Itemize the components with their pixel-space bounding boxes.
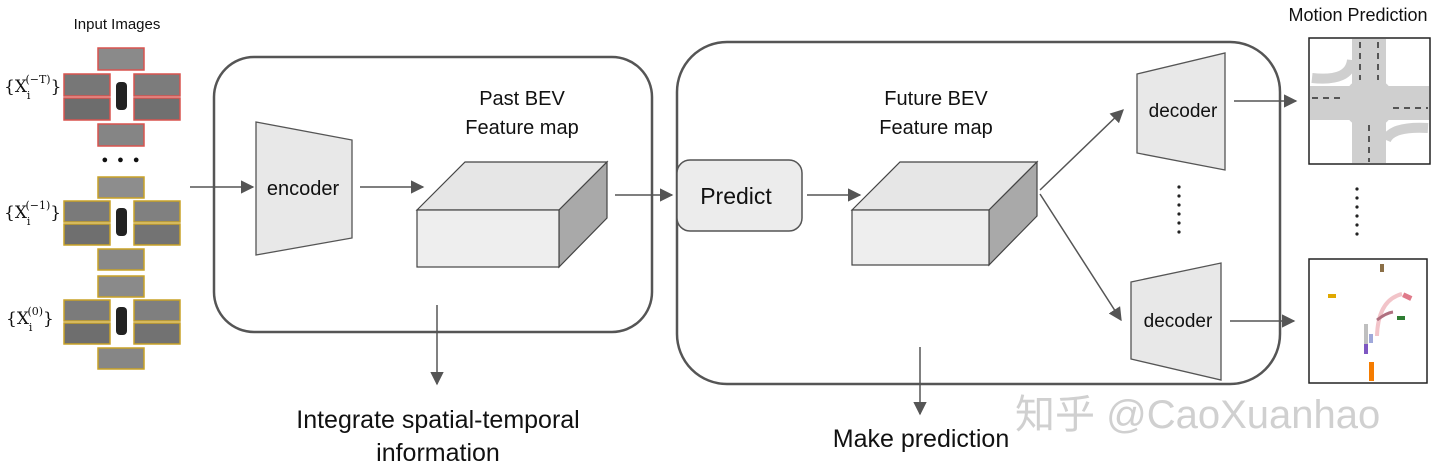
frame-label-0: {Xi(0)} (6, 305, 54, 334)
watermark-text: 知乎 @CaoXuanhao (1015, 393, 1380, 437)
frame-label-minus-T: {Xi(−T)} (4, 73, 61, 102)
decoder-top-trapezoid (1136, 52, 1226, 171)
ego-car-icon (116, 208, 127, 236)
encoder-trapezoid (255, 121, 353, 256)
ego-car-icon (116, 82, 127, 110)
decoder-top-label: decoder (1149, 101, 1218, 122)
predict-box (676, 159, 803, 232)
past-bev-title-line2: Feature map (465, 117, 578, 139)
future-bev-title-line2: Feature map (879, 117, 992, 139)
vertical-ellipsis-mid (1177, 185, 1181, 234)
past-bev-feature-cube (415, 160, 609, 269)
make-prediction-caption: Make prediction (833, 425, 1009, 453)
encoder-label: encoder (267, 178, 340, 200)
ego-car-icon (116, 307, 127, 335)
camera-rig-frame-minus-1 (63, 176, 181, 271)
vertical-ellipsis-right (1355, 187, 1359, 236)
ellipsis-dots: ● ● ● (101, 154, 142, 166)
camera-rig-frame-0 (63, 275, 181, 370)
camera-rig-frame-minus-T (63, 47, 181, 147)
motion-trajectory-output-bottom (1308, 258, 1428, 384)
motion-prediction-title: Motion Prediction (1288, 5, 1427, 25)
frame-label-minus-1: {Xi(−1)} (4, 199, 61, 228)
future-bev-feature-cube (850, 160, 1039, 267)
predict-label: Predict (700, 183, 772, 209)
input-images-title: Input Images (74, 16, 161, 33)
decoder-bottom-label: decoder (1144, 311, 1213, 332)
future-bev-title-line1: Future BEV (884, 88, 988, 110)
integrate-caption-line2: information (376, 439, 500, 467)
arrow-to-decoder-bottom (1039, 193, 1122, 322)
integrate-caption-line1: Integrate spatial-temporal (296, 406, 579, 434)
bev-map-output-top (1308, 37, 1431, 165)
past-bev-title-line1: Past BEV (479, 88, 565, 110)
decoder-bottom-trapezoid (1130, 262, 1222, 381)
arrow-to-decoder-top (1039, 109, 1124, 191)
